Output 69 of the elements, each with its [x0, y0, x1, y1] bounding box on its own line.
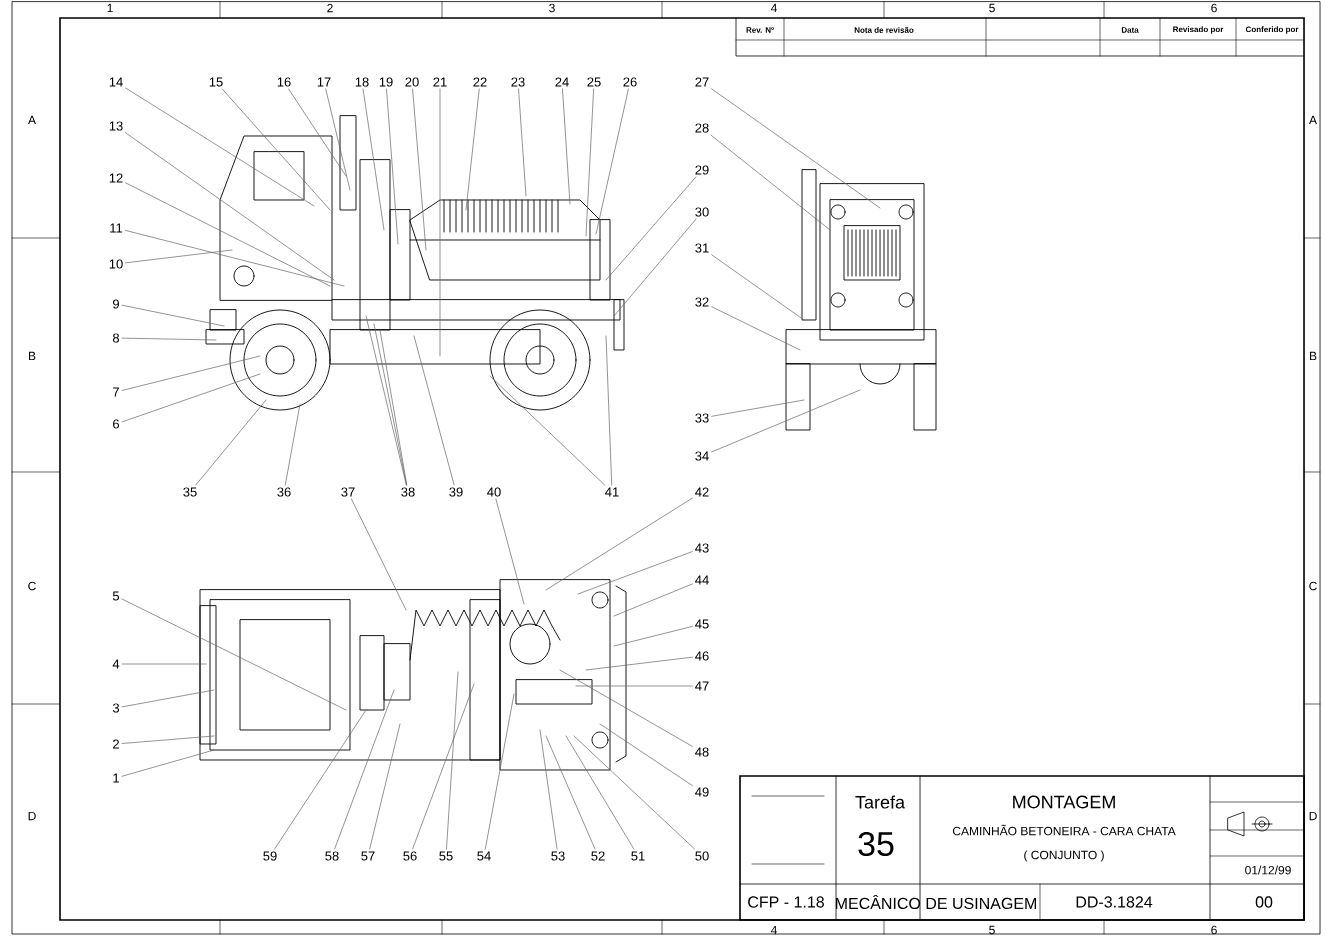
drawing-number: DD-3.1824 [1076, 896, 1153, 908]
leader-line [585, 88, 594, 237]
leader-line [711, 306, 801, 351]
leader-line [565, 735, 635, 850]
leader-line [545, 735, 596, 850]
leader-line [711, 389, 861, 453]
course-name: MECÂNICO DE USINAGEM [836, 894, 1036, 910]
leader-line [559, 669, 693, 747]
leader-line [351, 498, 407, 611]
leader-line [121, 598, 347, 711]
leader-line [362, 88, 385, 231]
leader-line [439, 88, 441, 357]
leader-line [711, 254, 805, 321]
leader-line [121, 373, 261, 423]
drawing-title: MONTAGEM [1013, 795, 1115, 809]
leader-line [121, 749, 215, 777]
leader-line [125, 132, 335, 281]
leader-line [484, 693, 515, 850]
leader-line [711, 88, 881, 209]
leader-line [284, 403, 301, 486]
leader-line [605, 176, 697, 281]
leader-line [518, 88, 527, 197]
leader-line [121, 355, 261, 391]
leader-line [545, 497, 693, 591]
task-number: 35 [858, 831, 894, 857]
leader-line [413, 335, 455, 486]
leader-line [412, 683, 475, 850]
course-code: CFP - 1.18 [748, 896, 824, 908]
leader-line [221, 88, 331, 211]
leader-line [613, 218, 697, 317]
leader-line [125, 249, 233, 264]
leader-line [125, 182, 331, 287]
leader-line [613, 583, 693, 617]
leader-line [365, 315, 407, 486]
leader-line [121, 304, 225, 327]
leader-line [575, 685, 693, 687]
leader-line [195, 399, 267, 486]
leader-line [711, 399, 805, 417]
task-label: Tarefa [855, 795, 906, 809]
leader-line [288, 88, 347, 177]
leader-line [121, 735, 215, 744]
leader-line [585, 656, 693, 671]
leader-line [373, 323, 407, 486]
leader-line [124, 229, 345, 287]
leader-line [710, 134, 831, 231]
leader-line [562, 88, 571, 205]
leader-line [325, 88, 351, 191]
leader-line [125, 87, 315, 207]
leader-line [577, 551, 693, 595]
leader-line [573, 735, 695, 850]
leader-line [599, 723, 693, 786]
leader-line [539, 729, 558, 850]
leader-line [595, 88, 629, 235]
revision-number: 00 [1255, 896, 1273, 908]
leader-line [495, 498, 525, 605]
leader-line [465, 88, 480, 211]
leader-line [379, 329, 408, 486]
leader-line [121, 689, 215, 708]
leader-line [334, 689, 395, 850]
leader-line [386, 88, 399, 245]
leader-line [121, 337, 217, 341]
leader-line [412, 88, 427, 251]
leader-line [369, 723, 401, 850]
leader-line [605, 335, 613, 486]
leader-line [121, 663, 207, 665]
leader-line [613, 626, 693, 647]
leader-line [274, 709, 367, 850]
leader-line [446, 671, 459, 850]
leader-line [489, 375, 606, 486]
